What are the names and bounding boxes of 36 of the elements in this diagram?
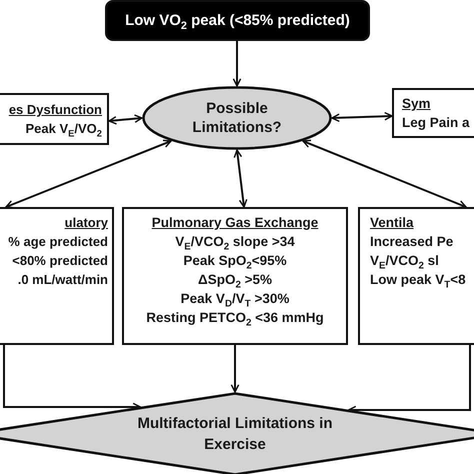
criteria-box (358, 207, 474, 345)
criteria-text: Peak V$_{E}$/VO$_{2}$ (24, 120, 102, 138)
start-box (105, 0, 370, 41)
arrow (108, 114, 143, 125)
criteria-text: % age predicted (7, 233, 108, 251)
arrow (232, 41, 242, 87)
outcome-diamond (0, 392, 474, 474)
box-heading: ulatory (64, 214, 108, 232)
arrow (5, 140, 172, 208)
criteria-text: Low peak V$_{T}$<8 (370, 271, 467, 289)
arrow (331, 112, 393, 122)
decision-ellipse (142, 86, 332, 150)
criteria-text: Resting PETCO$_{2}$ <36 mmHg (145, 309, 325, 327)
node-text: Multifactorial Limitations in Exercise (136, 414, 334, 455)
criteria-text: Leg Pain a (402, 114, 471, 132)
criteria-box (392, 88, 474, 138)
criteria-text: V$_{E}$/VCO$_{2}$ sl (370, 252, 440, 270)
criteria-text: Peak V$_{D}$/V$_{T}$ >30% (180, 290, 290, 308)
criteria-text: Increased Pe (370, 233, 454, 251)
criteria-text: <80% predicted (11, 252, 108, 270)
criteria-box (122, 207, 348, 345)
criteria-text: .0 mL/watt/min (16, 271, 108, 289)
arrow (230, 345, 240, 393)
criteria-box (0, 207, 114, 345)
box-heading: Ventila (370, 214, 415, 232)
node-text: Possible Limitations? (191, 99, 283, 137)
criteria-box (0, 93, 109, 145)
criteria-text: V$_{E}$/VCO$_{2}$ slope >34 (174, 233, 296, 251)
criteria-text: ΔSpO$_{2}$ >5% (196, 271, 274, 289)
box-heading: es Dysfunction (8, 101, 102, 119)
box-heading: Pulmonary Gas Exchange (150, 214, 320, 232)
node-text: Low VO$_{2}$ peak (<85% predicted) (124, 11, 351, 30)
criteria-text: Peak SpO$_{2}$<95% (182, 252, 288, 270)
arrow (302, 140, 467, 208)
box-heading: Sym (402, 95, 432, 113)
arrow (234, 149, 248, 208)
